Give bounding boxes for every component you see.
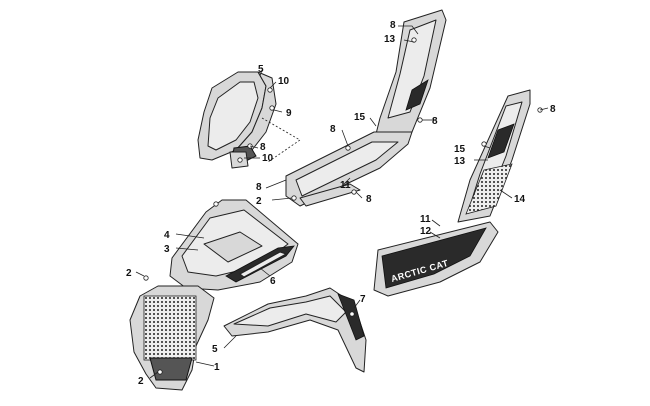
callout-8: 8 [256, 182, 262, 193]
callout-2: 2 [126, 268, 132, 279]
bumper-lower [149, 357, 193, 381]
callout-1: 1 [214, 362, 220, 373]
callout-15: 15 [354, 112, 366, 123]
side-panel-lower-face [295, 141, 399, 197]
callout-8: 8 [550, 104, 556, 115]
screw [143, 275, 149, 281]
screw [157, 369, 163, 375]
callout-14: 14 [514, 194, 526, 205]
screw [417, 117, 423, 123]
screw [351, 189, 357, 195]
callout-10: 10 [278, 76, 290, 87]
callout-6: 6 [270, 276, 276, 287]
lower-side-decal-assembly: ARCTIC CAT [373, 221, 499, 297]
callout-13: 13 [454, 156, 466, 167]
callout-5: 5 [212, 344, 218, 355]
right-panel-mesh [465, 163, 513, 215]
side-panel-inner [387, 19, 437, 119]
leader-lines [135, 25, 549, 379]
callout-8: 8 [260, 142, 266, 153]
screw [349, 311, 355, 317]
screw [267, 87, 273, 93]
callout-2: 2 [138, 376, 144, 387]
callout-15: 15 [454, 144, 466, 155]
lower-side-decal [381, 227, 487, 289]
bumper-grille [143, 295, 197, 361]
callout-13: 13 [384, 34, 396, 45]
side-panel-lip [299, 183, 361, 207]
screw [345, 145, 351, 151]
side-panel-slot [405, 79, 429, 111]
callout-8: 8 [390, 20, 396, 31]
callout-3: 3 [164, 244, 170, 255]
fender-stripe [337, 293, 365, 341]
callout-2: 2 [256, 196, 262, 207]
right-panel-vent [487, 123, 515, 159]
dash-shroud-assembly [197, 71, 301, 169]
screw [481, 141, 487, 147]
screw [213, 201, 219, 207]
screw [291, 195, 297, 201]
left-side-panel-assembly [285, 9, 447, 207]
callout-4: 4 [164, 230, 170, 241]
callout-11: 11 [340, 180, 351, 191]
callout-7: 7 [360, 294, 366, 305]
callout-9: 9 [286, 108, 292, 119]
right-side-panel-assembly [457, 89, 543, 223]
screw [237, 157, 243, 163]
callout-12: 12 [420, 226, 432, 237]
callout-8: 8 [432, 116, 438, 127]
callout-11: 11 [420, 214, 431, 225]
front-fender-assembly [223, 287, 367, 373]
dash-shroud-face [207, 81, 259, 151]
hood-vent [203, 231, 263, 263]
callout-8: 8 [330, 124, 336, 135]
callout-10: 10 [262, 153, 274, 164]
hood-assembly [169, 199, 299, 291]
callout-labels: 8 13 5 10 9 8 10 15 8 8 8 2 11 8 8 15 13… [126, 20, 556, 387]
callout-8: 8 [366, 194, 372, 205]
callout-5: 5 [258, 64, 264, 75]
screw [411, 37, 417, 43]
screw [269, 105, 275, 111]
front-bumper-assembly [129, 275, 215, 391]
hood-stripe-accent [239, 251, 287, 278]
